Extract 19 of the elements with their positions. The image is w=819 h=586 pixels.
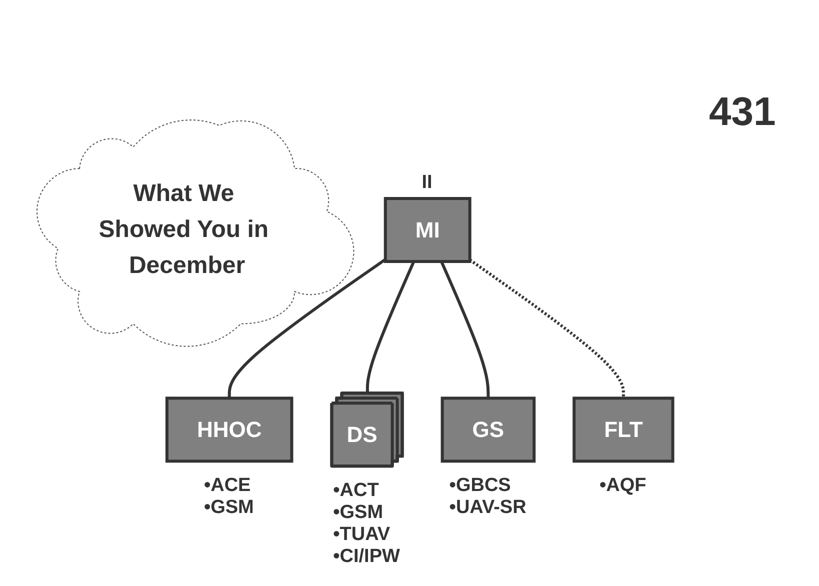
node-box: FLT (572, 396, 674, 463)
bullet-item: •UAV-SR (449, 497, 526, 520)
bullet-item: •TUAV (333, 524, 392, 546)
bullet-item: •GSM (333, 502, 384, 524)
connector (366, 260, 415, 394)
connector (440, 260, 490, 398)
bullet-item: •ACE (204, 475, 252, 498)
bullet-item: •GSM (204, 497, 254, 520)
bullet-item: •GBCS (449, 475, 512, 498)
number-label: 431 (709, 90, 777, 135)
bullet-item: •ACT (333, 480, 380, 502)
node-box: MI (384, 196, 471, 263)
connector (468, 258, 625, 398)
roman-numeral: II (422, 172, 432, 194)
connector (227, 258, 386, 398)
bullet-item: •CI/IPW (333, 546, 400, 568)
node-box: GS (440, 396, 536, 463)
bullet-item: •AQF (600, 475, 646, 498)
node-box: HHOC (165, 396, 293, 463)
